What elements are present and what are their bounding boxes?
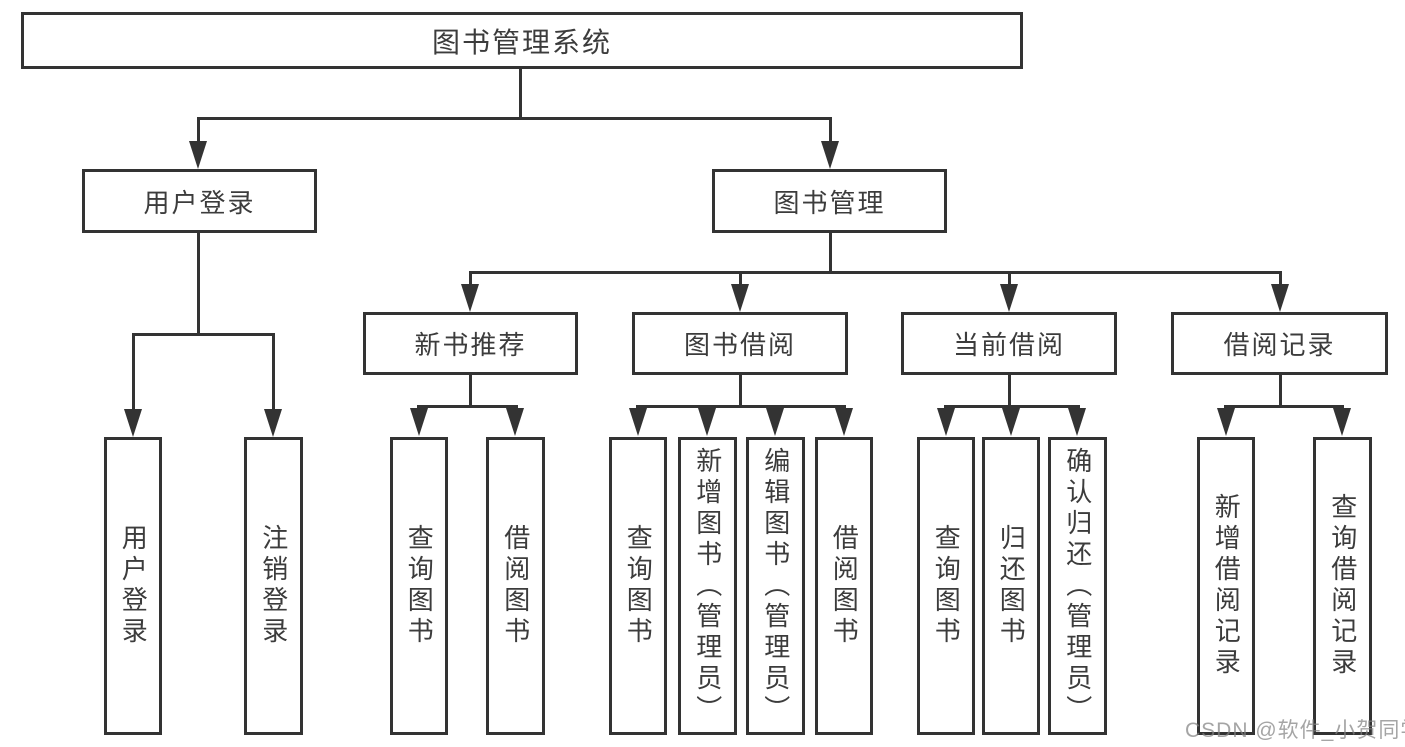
arrow-down-icon <box>189 141 207 169</box>
arrow-down-icon <box>1217 408 1235 436</box>
node-current-borrow: 当前借阅 <box>901 312 1117 375</box>
arrow-down-icon <box>506 408 524 436</box>
node-book-borrow: 图书借阅 <box>632 312 848 375</box>
leaf-query-books-borrow: 查询图书 <box>609 437 667 735</box>
node-borrow-records: 借阅记录 <box>1171 312 1388 375</box>
leaf-query-borrow-record: 查询借阅记录 <box>1313 437 1372 735</box>
connector-book-mgmt-drop-3 <box>1008 271 1011 287</box>
connector-book-mgmt-horizontal <box>469 271 1282 274</box>
node-new-book-recommend: 新书推荐 <box>363 312 578 375</box>
connector-book-mgmt-drop-1 <box>469 271 472 287</box>
leaf-confirm-return-admin: 确认归还（管理员） <box>1048 437 1107 735</box>
arrow-down-icon <box>821 141 839 169</box>
arrow-down-icon <box>766 408 784 436</box>
arrow-down-icon <box>937 408 955 436</box>
arrow-down-icon <box>124 409 142 437</box>
connector-current-stem <box>1008 375 1011 408</box>
connector-user-login-drop-right <box>272 333 275 413</box>
connector-user-login-drop-left <box>132 333 135 413</box>
arrow-down-icon <box>1002 408 1020 436</box>
arrow-down-icon <box>1068 408 1086 436</box>
connector-new-book-horizontal <box>417 405 518 408</box>
arrow-down-icon <box>731 284 749 312</box>
connector-root-horizontal <box>197 117 832 120</box>
connector-records-stem <box>1279 375 1282 408</box>
connector-current-horizontal <box>944 405 1080 408</box>
node-user-login: 用户登录 <box>82 169 317 233</box>
arrow-down-icon <box>264 409 282 437</box>
node-book-management: 图书管理 <box>712 169 947 233</box>
connector-book-mgmt-stem <box>829 233 832 274</box>
connector-borrow-horizontal <box>636 405 846 408</box>
leaf-add-borrow-record: 新增借阅记录 <box>1197 437 1255 735</box>
connector-book-mgmt-drop-4 <box>1279 271 1282 287</box>
leaf-logout: 注销登录 <box>244 437 303 735</box>
connector-borrow-stem <box>739 375 742 408</box>
leaf-return-books: 归还图书 <box>982 437 1040 735</box>
arrow-down-icon <box>629 408 647 436</box>
arrow-down-icon <box>1000 284 1018 312</box>
arrow-down-icon <box>835 408 853 436</box>
connector-user-login-horizontal <box>132 333 275 336</box>
leaf-borrow-books: 借阅图书 <box>815 437 873 735</box>
arrow-down-icon <box>410 408 428 436</box>
leaf-borrow-books-recommend: 借阅图书 <box>486 437 545 735</box>
leaf-add-books-admin: 新增图书（管理员） <box>678 437 737 735</box>
arrow-down-icon <box>461 284 479 312</box>
arrow-down-icon <box>1271 284 1289 312</box>
leaf-query-books-current: 查询图书 <box>917 437 975 735</box>
connector-user-login-stem <box>197 233 200 336</box>
connector-records-horizontal <box>1224 405 1344 408</box>
csdn-watermark: CSDN @软件_小贺同学 <box>1185 719 1405 742</box>
connector-root-drop-right <box>829 117 832 147</box>
connector-root-stem <box>519 69 522 119</box>
leaf-edit-books-admin: 编辑图书（管理员） <box>746 437 805 735</box>
leaf-query-books-recommend: 查询图书 <box>390 437 448 735</box>
leaf-user-login: 用户登录 <box>104 437 162 735</box>
node-library-management-system: 图书管理系统 <box>21 12 1023 69</box>
connector-new-book-stem <box>469 375 472 408</box>
connector-root-drop-left <box>197 117 200 147</box>
connector-book-mgmt-drop-2 <box>739 271 742 287</box>
arrow-down-icon <box>698 408 716 436</box>
arrow-down-icon <box>1333 408 1351 436</box>
